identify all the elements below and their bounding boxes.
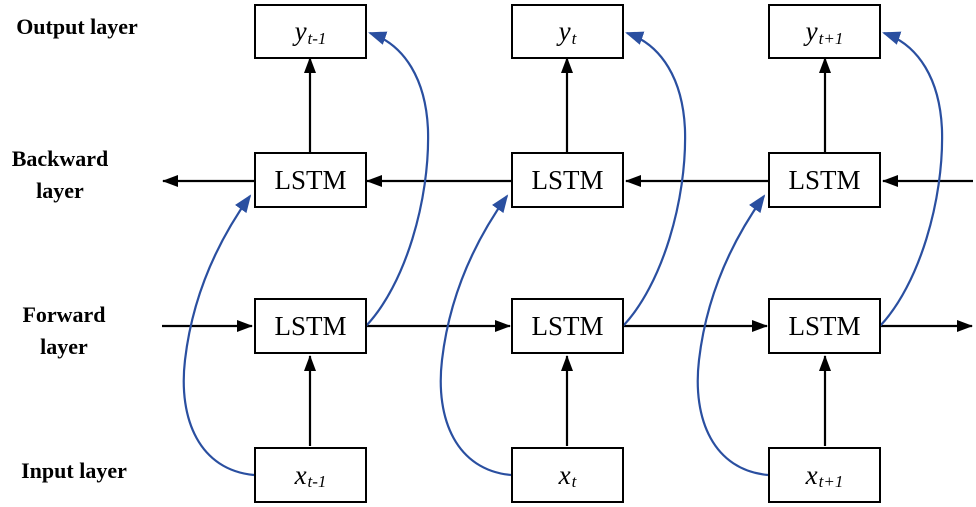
input-node-2-sub: t (571, 472, 577, 491)
output-node-3-base: y (805, 16, 818, 46)
forward-label-line1: Forward (22, 302, 106, 327)
backward-label-line2: layer (36, 178, 84, 203)
backward-lstm-3-label: LSTM (788, 164, 861, 195)
backward-layer-label: Backward layer (0, 143, 120, 207)
backward-lstm-2-label: LSTM (531, 164, 604, 195)
skip-curve-input-to-backward-2 (439, 194, 512, 477)
backward-lstm-2: LSTM (511, 152, 624, 208)
forward-lstm-1: LSTM (254, 298, 367, 354)
input-node-3-sub: t+1 (818, 472, 844, 491)
skip-curve-input-to-backward-3 (696, 194, 769, 477)
skip-curve-forward-to-output-3 (879, 31, 944, 327)
skip-curve-forward-to-output-1 (365, 31, 430, 327)
skip-curve-input-to-backward-1 (182, 194, 255, 477)
input-layer-label: Input layer (21, 458, 127, 483)
forward-lstm-3-label: LSTM (788, 310, 861, 341)
forward-layer-label: Forward layer (4, 299, 124, 363)
output-node-1-base: y (294, 16, 307, 46)
forward-label-line2: layer (40, 334, 88, 359)
output-node-2-base: y (558, 16, 571, 46)
forward-lstm-1-label: LSTM (274, 310, 347, 341)
input-node-1-base: x (294, 459, 307, 490)
output-node-1-sub: t-1 (307, 28, 327, 48)
forward-lstm-2: LSTM (511, 298, 624, 354)
input-node-3-base: x (805, 459, 818, 490)
output-node-3-sub: t+1 (818, 28, 844, 48)
forward-lstm-3: LSTM (768, 298, 881, 354)
output-node-2-sub: t (571, 28, 577, 48)
backward-lstm-1-label: LSTM (274, 164, 347, 195)
output-layer-label: Output layer (16, 14, 138, 39)
input-node-2-base: x (558, 459, 571, 490)
backward-label-line1: Backward (11, 146, 109, 171)
forward-lstm-2-label: LSTM (531, 310, 604, 341)
backward-lstm-3: LSTM (768, 152, 881, 208)
backward-lstm-1: LSTM (254, 152, 367, 208)
skip-curve-forward-to-output-2 (622, 31, 687, 327)
input-node-1-sub: t-1 (307, 472, 327, 491)
